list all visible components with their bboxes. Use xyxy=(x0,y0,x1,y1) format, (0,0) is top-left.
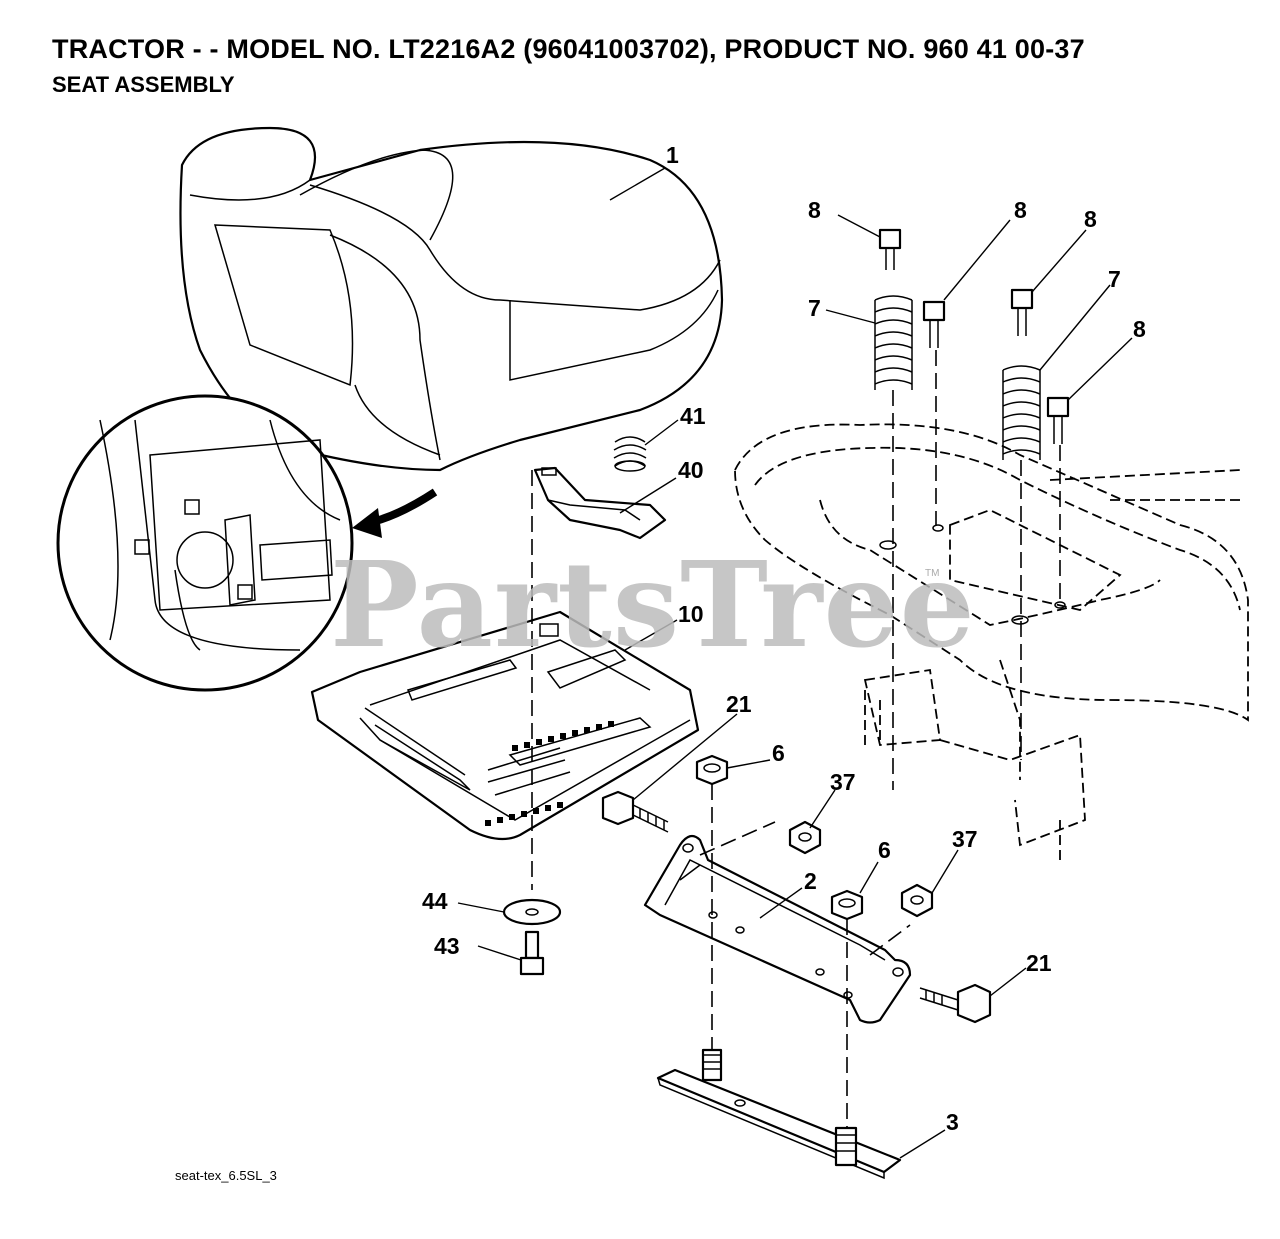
locknut-37-a-part[interactable] xyxy=(788,820,822,855)
callout-21b[interactable]: 21 xyxy=(1026,950,1052,976)
bolt-8-c-part[interactable] xyxy=(1010,288,1034,336)
callout-43[interactable]: 43 xyxy=(434,933,460,959)
bolt-21-a-part[interactable] xyxy=(601,790,669,833)
callouts: 1 8 8 8 8 7 7 41 40 10 21 6 37 6 37 2 44… xyxy=(422,142,1146,1135)
diagram-subtitle: SEAT ASSEMBLY xyxy=(52,72,235,97)
nut-6-a-part[interactable] xyxy=(695,754,729,786)
callout-8b[interactable]: 8 xyxy=(1014,197,1027,223)
locknut-37-b-part[interactable] xyxy=(900,883,934,918)
callout-2[interactable]: 2 xyxy=(804,868,817,894)
callout-8a[interactable]: 8 xyxy=(808,197,821,223)
callout-21a[interactable]: 21 xyxy=(726,691,752,717)
callout-6b[interactable]: 6 xyxy=(878,837,891,863)
spring-7-right-part[interactable] xyxy=(1002,365,1041,460)
callout-7b[interactable]: 7 xyxy=(1108,266,1121,292)
callout-37a[interactable]: 37 xyxy=(830,769,856,795)
callout-6a[interactable]: 6 xyxy=(772,740,785,766)
callout-3[interactable]: 3 xyxy=(946,1109,959,1135)
spring-7-left-part[interactable] xyxy=(874,295,913,390)
mounting-plate-3-part[interactable] xyxy=(656,1048,902,1180)
callout-37b[interactable]: 37 xyxy=(952,826,978,852)
seat-bracket-2-part[interactable] xyxy=(643,834,912,1024)
detail-inset xyxy=(56,394,438,692)
bolt-21-b-part[interactable] xyxy=(919,983,992,1024)
watermark: PartsTree xyxy=(330,535,976,674)
bolt-8-a-part[interactable] xyxy=(878,228,902,270)
washer-44-part[interactable] xyxy=(502,898,562,926)
seat-part[interactable] xyxy=(179,126,724,472)
callout-8c[interactable]: 8 xyxy=(1084,206,1097,232)
callout-7a[interactable]: 7 xyxy=(808,295,821,321)
callout-1[interactable]: 1 xyxy=(666,142,679,168)
seat-pan-10-part[interactable] xyxy=(310,610,700,841)
callout-40[interactable]: 40 xyxy=(678,457,704,483)
bolt-43-part[interactable] xyxy=(519,930,545,976)
diagram-title: TRACTOR - - MODEL NO. LT2216A2 (96041003… xyxy=(52,34,1085,64)
nut-6-b-part[interactable] xyxy=(830,889,864,921)
callout-10[interactable]: 10 xyxy=(678,601,704,627)
trademark-symbol: TM xyxy=(925,568,940,579)
spring-41-part[interactable] xyxy=(613,436,647,472)
bolt-8-d-part[interactable] xyxy=(1046,396,1070,444)
callout-44[interactable]: 44 xyxy=(422,888,448,914)
callout-8d[interactable]: 8 xyxy=(1133,316,1146,342)
diagram-reference-code: seat-tex_6.5SL_3 xyxy=(175,1168,277,1183)
seat-bracket-40-part[interactable] xyxy=(533,466,667,540)
callout-41[interactable]: 41 xyxy=(680,403,706,429)
tractor-frame xyxy=(734,423,1249,860)
leader-lines xyxy=(457,167,1133,1159)
bolt-8-b-part[interactable] xyxy=(922,300,946,348)
